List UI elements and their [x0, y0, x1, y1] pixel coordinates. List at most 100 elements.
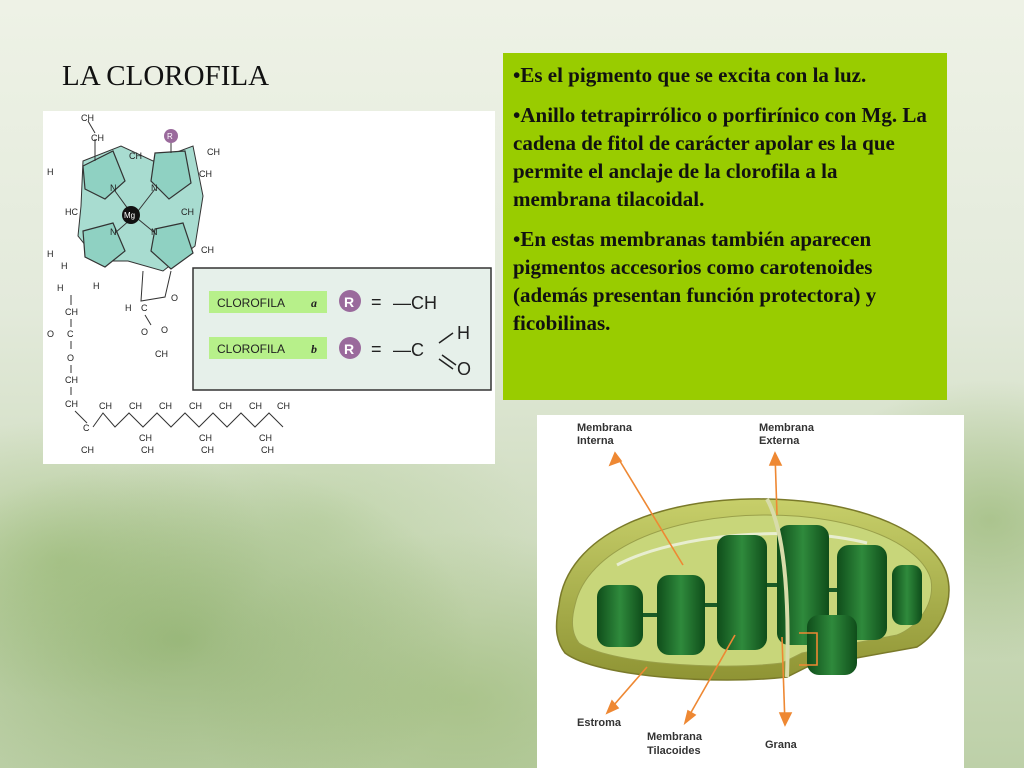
variant-b-bond-h	[438, 332, 454, 344]
arrowhead-membrana-tilacoides	[683, 709, 697, 726]
r-group-label: R	[167, 132, 173, 141]
label-o-ester2: O	[141, 327, 148, 337]
chloroplast-figure: Membrana Interna Membrana Externa Estrom…	[537, 415, 964, 768]
label-hc-left: HC	[65, 207, 78, 217]
label-h-ring: H	[125, 303, 132, 313]
pyrrole-ring-2	[150, 150, 192, 200]
variant-a-r-circle	[339, 290, 361, 312]
label-chain-ch-9: CH	[199, 433, 212, 443]
label-h-low-left: H	[61, 261, 68, 271]
magnesium-label: Mg	[124, 211, 135, 220]
bond-ring-e	[140, 270, 172, 302]
label-ch-bridge: CH	[129, 151, 142, 161]
label-membrana-interna-1: Membrana	[577, 422, 633, 434]
label-h-low-mid: H	[93, 281, 100, 291]
label-chain-ch-5: CH	[219, 401, 232, 411]
chlorophyll-structure-figure: N N N N Mg R CH CH CH CH CH H HC CH CH H…	[43, 111, 495, 464]
label-chain-ch-8: CH	[139, 433, 152, 443]
chloroplast-cut-edge	[765, 498, 790, 678]
variant-b-letter: b	[311, 342, 317, 356]
bullet-1: •Es el pigmento que se excita con la luz…	[513, 63, 867, 87]
variant-b-name: CLOROFILA	[217, 342, 285, 356]
variant-b-r-circle	[339, 337, 361, 359]
pyrrole-ring-1	[82, 150, 126, 200]
bond-n3-mg	[137, 218, 156, 234]
variant-b-h: H	[457, 323, 470, 343]
variant-b-r: R	[344, 341, 354, 357]
bullet-3: •En estas membranas también aparecen pig…	[513, 227, 877, 335]
variants-panel-bg	[192, 267, 492, 391]
grana-stacks	[597, 525, 922, 675]
r-group-circle	[164, 129, 178, 143]
label-o-left: O	[47, 329, 54, 339]
label-h3c-low: H	[47, 249, 54, 259]
label-chain-ch3-3: CH	[261, 445, 274, 455]
label-c-ester: C	[67, 329, 74, 339]
atom-n-2: N	[151, 183, 158, 193]
label-ch-top: CH	[91, 133, 104, 143]
slide-title: LA CLOROFILA	[62, 60, 270, 92]
bond-n2-mg	[137, 188, 156, 212]
arrowhead-estroma	[605, 699, 620, 715]
callout-arrows	[605, 451, 818, 727]
label-membrana-tilacoides-1: Membrana	[647, 731, 703, 743]
chloroplast-svg: Membrana Interna Membrana Externa Estrom…	[555, 422, 950, 757]
variant-b-label-bg	[209, 337, 327, 359]
pyrrole-ring-3	[150, 222, 194, 270]
variant-a-name: CLOROFILA	[217, 296, 285, 310]
info-box: •Es el pigmento que se excita con la luz…	[503, 53, 947, 400]
phytol-chain	[92, 412, 284, 428]
label-ch2-b: CH	[65, 375, 78, 385]
label-ch2-right: CH	[199, 169, 212, 179]
label-ch-right: CH	[207, 147, 220, 157]
label-c-ring: C	[141, 303, 148, 313]
arrowhead-membrana-interna	[608, 451, 623, 467]
chlorophyll-structure-svg: N N N N Mg R CH CH CH CH CH H HC CH CH H…	[47, 113, 492, 455]
label-chain-ch-10: CH	[259, 433, 272, 443]
variant-a-label-bg	[209, 291, 327, 313]
variant-a-letter: a	[311, 296, 317, 310]
variant-a-r: R	[344, 294, 354, 310]
label-ch3-ester: CH	[155, 349, 168, 359]
magnesium-atom	[122, 206, 140, 224]
arrowhead-membrana-externa	[768, 451, 783, 466]
label-membrana-externa-2: Externa	[759, 435, 800, 447]
label-ch2-top: CH	[81, 113, 94, 123]
label-grana: Grana	[765, 739, 798, 751]
granum-7	[807, 615, 857, 675]
atom-n-4: N	[110, 227, 117, 237]
pyrrole-ring-4	[82, 222, 126, 268]
label-chain-ch-1: CH	[99, 401, 112, 411]
granum-4	[777, 525, 829, 645]
label-ch3-right: CH	[201, 245, 214, 255]
label-h3c-left: H	[47, 167, 54, 177]
label-chain-ch3-1: CH	[141, 445, 154, 455]
label-ch-mid-right: CH	[181, 207, 194, 217]
arrow-grana	[781, 636, 786, 726]
label-chain-ch-3: CH	[159, 401, 172, 411]
variant-b-o: O	[457, 359, 471, 379]
granum-1	[597, 585, 643, 647]
label-chain-ch3-2: CH	[201, 445, 214, 455]
label-membrana-tilacoides-2: Tilacoides	[647, 745, 701, 757]
granum-2	[657, 575, 705, 655]
label-ch2-a: CH	[65, 307, 78, 317]
arrow-membrana-interna	[614, 452, 684, 566]
arrow-membrana-tilacoides	[684, 634, 736, 724]
label-chain-ch-7: CH	[277, 401, 290, 411]
label-o-ring: O	[171, 293, 178, 303]
label-ch-c: CH	[65, 399, 78, 409]
label-membrana-externa-1: Membrana	[759, 422, 815, 434]
label-membrana-interna-2: Interna	[577, 435, 615, 447]
label-c-chain: C	[83, 423, 90, 433]
bond-vinyl-double	[87, 120, 96, 134]
arrowhead-grana	[778, 712, 793, 727]
atom-n-1: N	[110, 183, 117, 193]
label-o-mid: O	[67, 353, 74, 363]
variant-b-bond-o2	[441, 354, 457, 366]
label-chain-ch-2: CH	[129, 401, 142, 411]
bond-chain-6	[74, 410, 88, 424]
bond-ester	[144, 314, 152, 326]
variant-b-bond-o1	[438, 358, 454, 370]
variant-b-eq: =	[371, 339, 382, 359]
